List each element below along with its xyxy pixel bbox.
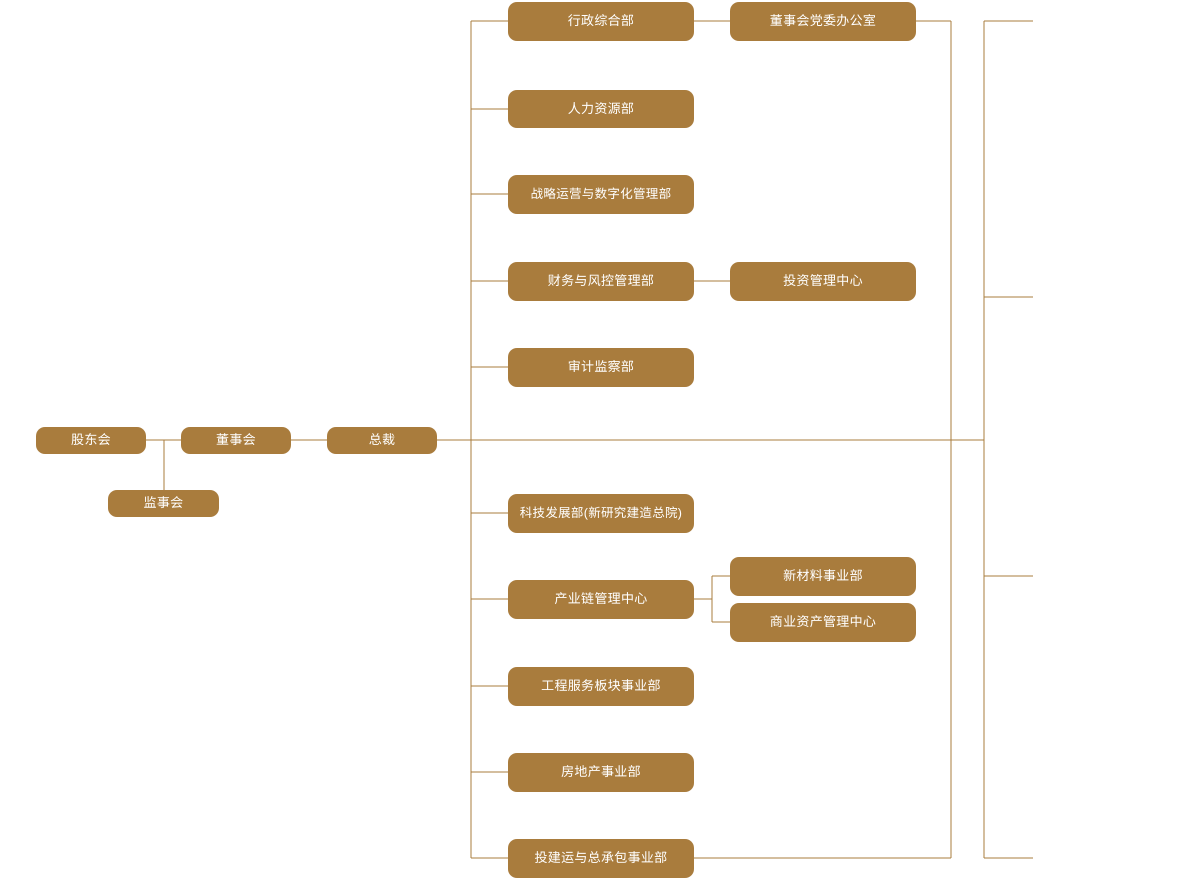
node-label: 产业链管理中心: [554, 591, 648, 607]
node-label: 新材料事业部: [783, 568, 863, 584]
node-investment-center[interactable]: 投资管理中心: [730, 262, 916, 301]
node-board-of-directors[interactable]: 董事会: [181, 427, 291, 454]
node-label: 董事会党委办公室: [769, 13, 877, 29]
node-engineering-services-division[interactable]: 工程服务板块事业部: [508, 667, 694, 706]
node-audit-supervision-dept[interactable]: 审计监察部: [508, 348, 694, 387]
node-shareholders-meeting[interactable]: 股东会: [36, 427, 146, 454]
node-label: 监事会: [143, 495, 184, 511]
node-label: 总裁: [368, 432, 396, 448]
node-supervisory-board[interactable]: 监事会: [108, 490, 219, 517]
node-board-party-office[interactable]: 董事会党委办公室: [730, 2, 916, 41]
node-label: 投建运与总承包事业部: [534, 850, 668, 866]
node-label: 商业资产管理中心: [769, 614, 877, 630]
node-admin-general-dept[interactable]: 行政综合部: [508, 2, 694, 41]
node-label: 审计监察部: [567, 359, 635, 375]
node-label: 人力资源部: [567, 100, 635, 116]
node-finance-risk-dept[interactable]: 财务与风控管理部: [508, 262, 694, 301]
node-label: 股东会: [71, 432, 111, 448]
node-president[interactable]: 总裁: [327, 427, 437, 454]
node-tech-development-dept[interactable]: 科技发展部(新研究建造总院): [508, 494, 694, 533]
node-label: 房地产事业部: [561, 764, 641, 780]
node-commercial-asset-center[interactable]: 商业资产管理中心: [730, 603, 916, 642]
node-label: 董事会: [216, 432, 256, 448]
node-hr-dept[interactable]: 人力资源部: [508, 90, 694, 128]
node-label: 战略运营与数字化管理部: [530, 187, 672, 202]
node-strategy-ops-digital-dept[interactable]: 战略运营与数字化管理部: [508, 175, 694, 214]
node-industry-chain-center[interactable]: 产业链管理中心: [508, 580, 694, 619]
node-real-estate-division[interactable]: 房地产事业部: [508, 753, 694, 792]
node-label: 科技发展部(新研究建造总院): [519, 506, 683, 521]
node-label: 投资管理中心: [783, 273, 863, 289]
node-label: 财务与风控管理部: [547, 273, 655, 289]
node-label: 工程服务板块事业部: [541, 678, 661, 694]
node-new-materials-division[interactable]: 新材料事业部: [730, 557, 916, 596]
node-label: 行政综合部: [567, 13, 635, 29]
node-invest-build-operate-division[interactable]: 投建运与总承包事业部: [508, 839, 694, 878]
